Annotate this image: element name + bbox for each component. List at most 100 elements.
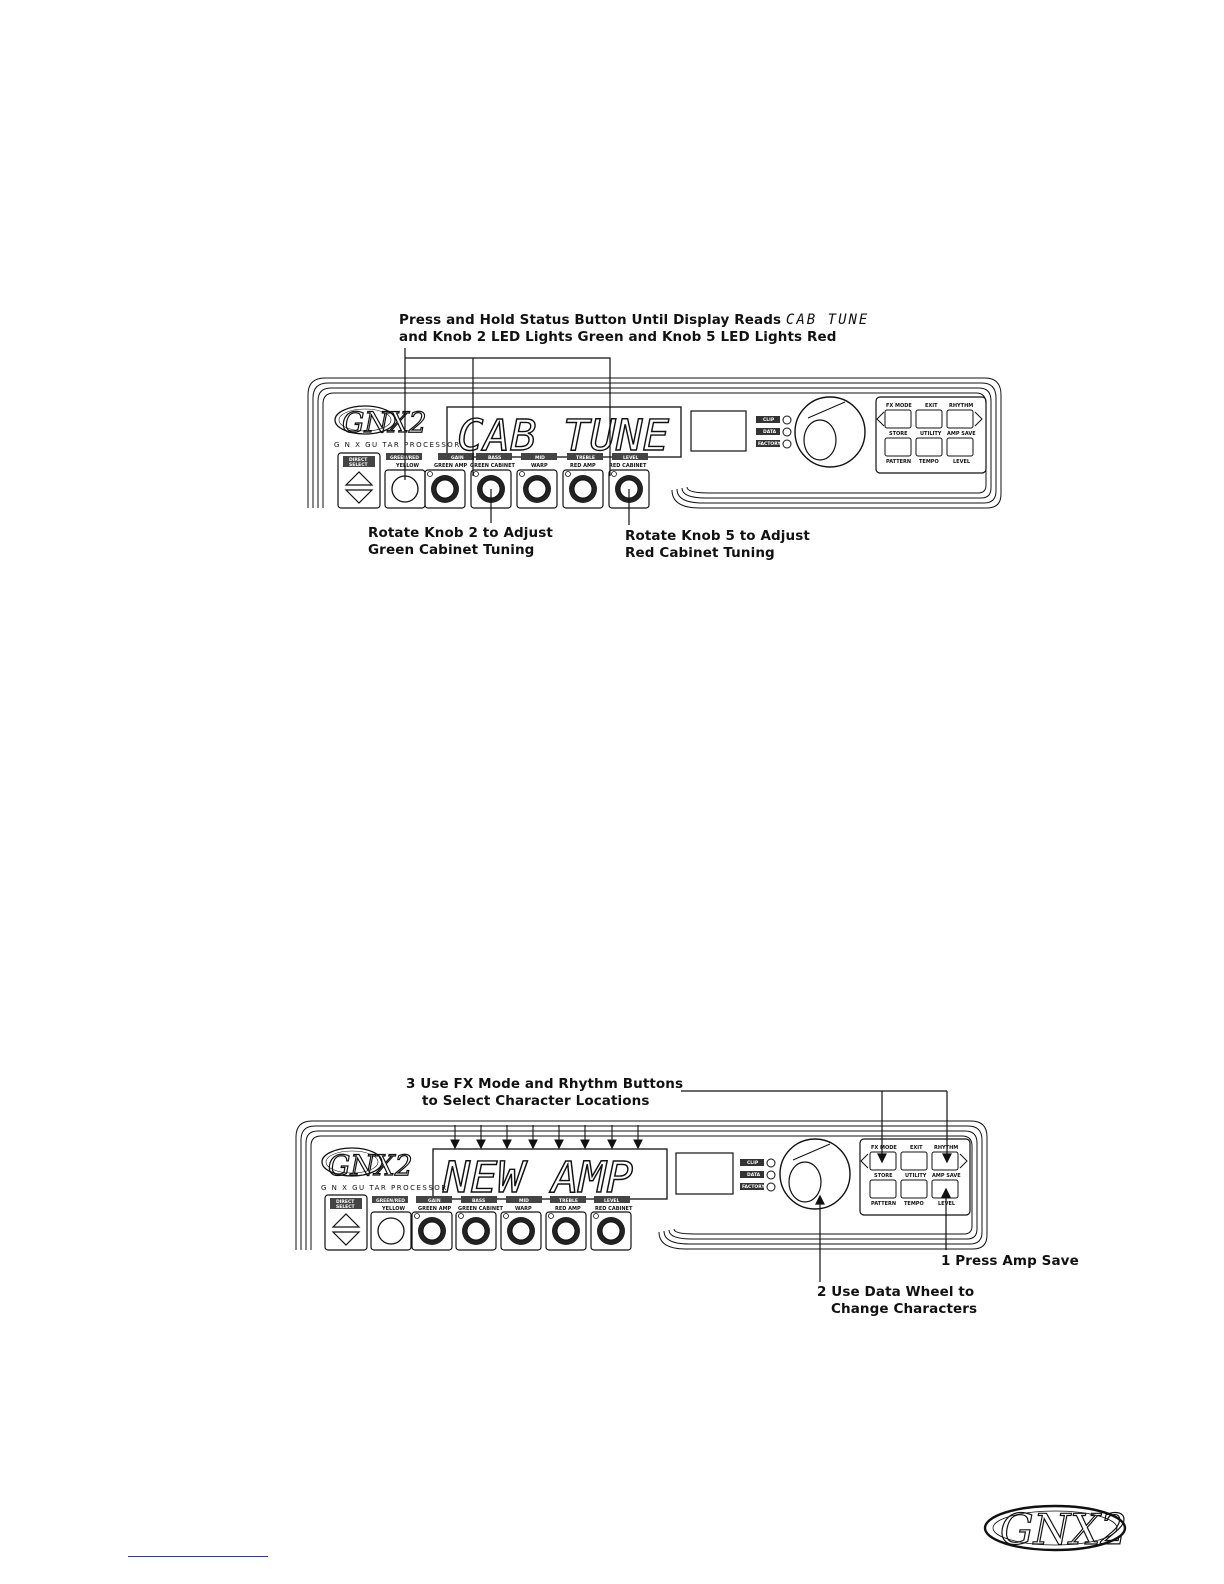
- fig2-direct-label: DIRECT: [336, 1199, 355, 1205]
- fig2-utility-button[interactable]: [900, 1179, 928, 1199]
- fig2-label-red-amp: RED AMP: [555, 1206, 581, 1212]
- fig2-callout-line2: to Select Character Locations: [422, 1093, 650, 1109]
- fig2-lcd-text: NEW AMP: [442, 1153, 633, 1203]
- fig1-rhythm-button[interactable]: [946, 409, 974, 429]
- fig1-label-green-cabinet: GREEN CABINET: [470, 463, 516, 469]
- fig1-left-arrow-icon: [876, 411, 885, 427]
- fig2-store-label: STORE: [874, 1173, 893, 1179]
- fig2-panel: GNX2 G N X GU TAR PROCESSOR NEW AMP CLIP…: [295, 1090, 988, 1282]
- fig2-select-label: SELECT: [336, 1204, 356, 1210]
- fig2-fx-mode-label: FX MODE: [871, 1145, 897, 1151]
- fig2-store-button[interactable]: [869, 1179, 897, 1199]
- fig2-label-green-red: GREEN/RED: [376, 1198, 405, 1204]
- fig1-knob-4[interactable]: [562, 469, 604, 509]
- fig2-up-arrow-icon: [331, 1213, 361, 1228]
- fig2-callout-line1: 3 Use FX Mode and Rhythm Buttons: [406, 1076, 684, 1092]
- fig2-label-yellow: YELLOW: [381, 1206, 405, 1212]
- fig1-fx-mode-label: FX MODE: [886, 403, 912, 409]
- fig2-knob-5[interactable]: [590, 1211, 632, 1251]
- fig1-down-arrow-icon: [344, 489, 374, 504]
- fig2-led-data-icon: [766, 1170, 776, 1180]
- fig2-label-mid: MID: [519, 1198, 529, 1204]
- fig2-callout-wheel-line1: 2 Use Data Wheel to: [817, 1284, 975, 1300]
- fig1-led-data-label: DATA: [763, 429, 777, 435]
- fig1-label-red-cabinet: RED CABINET: [609, 463, 647, 469]
- fig2-led-factory-label: FACTORY: [742, 1184, 765, 1190]
- fig2-knob-4[interactable]: [545, 1211, 587, 1251]
- fig2-knob-3[interactable]: [500, 1211, 542, 1251]
- fig1-label-gain: GAIN: [451, 455, 464, 461]
- fig2-direct-select[interactable]: DIRECT SELECT: [324, 1194, 368, 1251]
- fig1-fx-mode-button[interactable]: [884, 409, 912, 429]
- fig2-label-red-cabinet: RED CABINET: [595, 1206, 633, 1212]
- fig1-right-arrow-icon: [974, 411, 983, 427]
- fig1-logo: GNX2: [334, 405, 427, 440]
- fig2-pattern-label: PATTERN: [871, 1201, 896, 1207]
- fig1-up-arrow-icon: [344, 471, 374, 486]
- fig2-button-cluster: FX MODE EXIT RHYTHM STORE UTILITY AMP SA…: [859, 1138, 971, 1216]
- footer-underline-link[interactable]: [128, 1556, 268, 1557]
- fig2-knob-1[interactable]: [411, 1211, 453, 1251]
- fig2-button-leaders: [681, 1090, 952, 1282]
- fig1-logo-text: GNX2: [342, 406, 427, 439]
- fig1-utility-button[interactable]: [915, 437, 943, 457]
- fig1-callout-lcd-word: CAB TUNE: [785, 312, 870, 328]
- fig2-utility-label: UTILITY: [905, 1173, 927, 1179]
- fig2-callout-amp-save: 1 Press Amp Save: [941, 1253, 1079, 1269]
- fig1-store-label: STORE: [889, 431, 908, 437]
- fig1-lcd-display: [446, 406, 682, 458]
- fig2-rhythm-label: RHYTHM: [934, 1145, 958, 1151]
- fig1-panel: GNX2 G N X GU TAR PROCESSOR CAB TUNE CLI…: [307, 348, 1002, 525]
- fig2-label-treble: TREBLE: [559, 1198, 578, 1204]
- fig1-label-mid: MID: [535, 455, 545, 461]
- fig1-level-label: LEVEL: [953, 459, 971, 465]
- fig1-callout-press-hold: Press and Hold Status Button Until Displ…: [399, 312, 869, 329]
- fig1-exit-button[interactable]: [915, 409, 943, 429]
- fig2-rhythm-button[interactable]: [931, 1151, 959, 1171]
- fig2-led-clip-label: CLIP: [747, 1160, 759, 1166]
- fig1-label-red-amp: RED AMP: [570, 463, 596, 469]
- fig1-amp-save-button[interactable]: [946, 437, 974, 457]
- fig1-button-cluster: FX MODE EXIT RHYTHM STORE UTILITY AMP SA…: [875, 396, 987, 474]
- fig1-label-green-amp: GREEN AMP: [434, 463, 468, 469]
- fig1-rhythm-label: RHYTHM: [949, 403, 973, 409]
- fig2-status-leds: CLIP DATA FACTORY: [740, 1158, 776, 1192]
- fig2-callout-wheel-line2: Change Characters: [831, 1301, 978, 1317]
- fig2-left-arrow-icon: [860, 1153, 869, 1169]
- fig2-data-wheel-icon[interactable]: [779, 1138, 851, 1210]
- fig2-exit-button[interactable]: [900, 1151, 928, 1171]
- fig1-label-level: LEVEL: [623, 455, 638, 461]
- fig2-amp-save-button[interactable]: [931, 1179, 959, 1199]
- fig1-led-factory-label: FACTORY: [758, 441, 781, 447]
- fig1-leader-lines: [404, 348, 630, 525]
- fig2-level-label: LEVEL: [938, 1201, 956, 1207]
- fig2-logo-text: GNX2: [328, 1149, 413, 1182]
- fig1-callout-line1: Press and Hold Status Button Until Displ…: [399, 312, 782, 328]
- footer-logo-text: GNX2: [1000, 1505, 1127, 1554]
- fig1-direct-select[interactable]: DIRECT SELECT: [337, 452, 381, 509]
- fig2-label-green-cabinet: GREEN CABINET: [458, 1206, 504, 1212]
- fig1-label-warp: WARP: [531, 463, 548, 469]
- fig2-tempo-label: TEMPO: [904, 1201, 924, 1207]
- fig2-status-button[interactable]: [370, 1211, 412, 1251]
- fig2-label-gain: GAIN: [428, 1198, 441, 1204]
- fig2-label-green-amp: GREEN AMP: [418, 1206, 452, 1212]
- fig1-store-button[interactable]: [884, 437, 912, 457]
- fig1-callout-knob2-line2: Green Cabinet Tuning: [368, 542, 535, 558]
- fig1-pattern-label: PATTERN: [886, 459, 911, 465]
- fig2-knob-2[interactable]: [455, 1211, 497, 1251]
- fig1-callout-knob5-line1: Rotate Knob 5 to Adjust: [625, 528, 810, 544]
- fig1-data-wheel-icon[interactable]: [794, 396, 866, 468]
- fig2-small-display: [675, 1152, 734, 1195]
- fig1-callout-knob2-line1: Rotate Knob 2 to Adjust: [368, 525, 553, 541]
- fig2-subtitle: G N X GU TAR PROCESSOR: [321, 1184, 448, 1192]
- fig2-down-arrow-icon: [331, 1231, 361, 1246]
- fig1-knob-3[interactable]: [516, 469, 558, 509]
- fig1-amp-save-label: AMP SAVE: [947, 431, 976, 437]
- fig1-select-label: SELECT: [349, 462, 369, 468]
- fig1-led-data-icon: [782, 427, 792, 437]
- fig2-right-arrow-icon: [959, 1153, 968, 1169]
- fig1-exit-label: EXIT: [925, 403, 938, 409]
- fig1-knob-1[interactable]: [424, 469, 466, 509]
